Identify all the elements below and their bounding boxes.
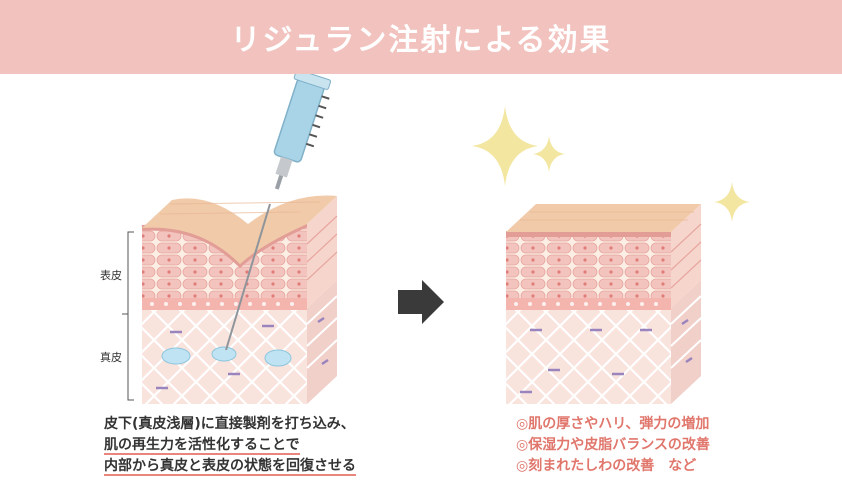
skin-surface-right [506,204,701,232]
effect-item-3: ◎刻まれたしわの改善 など [516,458,697,474]
dermis-side-left [307,280,337,404]
description-line-3: 内部から真皮と表皮の状態を回復させる [104,458,356,476]
dermis-label: 真皮 [100,351,122,364]
skin-diagram [122,74,750,404]
fibroblast-marks-right [520,318,693,394]
dermis-front-right [506,308,671,404]
epidermis-front-left [142,224,307,298]
effect-item-2: ◎保湿力や皮脂バランスの改善 [516,437,710,453]
syringe-icon [225,74,332,351]
page-title: リジュラン注射による効果 [230,23,612,58]
dermis-side-right [671,280,701,404]
description-line-1: 皮下(真皮浅層)に直接製剤を打ち込み、 [104,416,355,432]
description-line-2: 肌の再生力を活性化することで [104,437,300,455]
epidermis-side-left [307,196,337,308]
right-arrow-icon [398,280,444,324]
header-banner: リジュラン注射による効果 [0,0,842,74]
epidermis-label: 表皮 [100,269,122,282]
epidermis-front-right [506,232,671,298]
skin-block-before [141,195,338,404]
skin-block-after [506,204,702,404]
injection-description: 皮下(真皮浅層)に直接製剤を打ち込み、 肌の再生力を活性化することで 内部から真… [104,414,424,477]
basal-layer-right [506,298,671,310]
basal-layer-left [142,298,307,310]
effects-list: ◎肌の厚さやハリ、弾力の増加 ◎保湿力や皮脂バランスの改善 ◎刻まれたしわの改善… [516,414,816,477]
effect-item-1: ◎肌の厚さやハリ、弾力の増加 [516,416,710,432]
injected-droplets [161,346,292,367]
sparkle-icon [472,106,750,222]
layer-bracket [122,231,134,401]
fibroblast-marks-left [156,316,329,390]
